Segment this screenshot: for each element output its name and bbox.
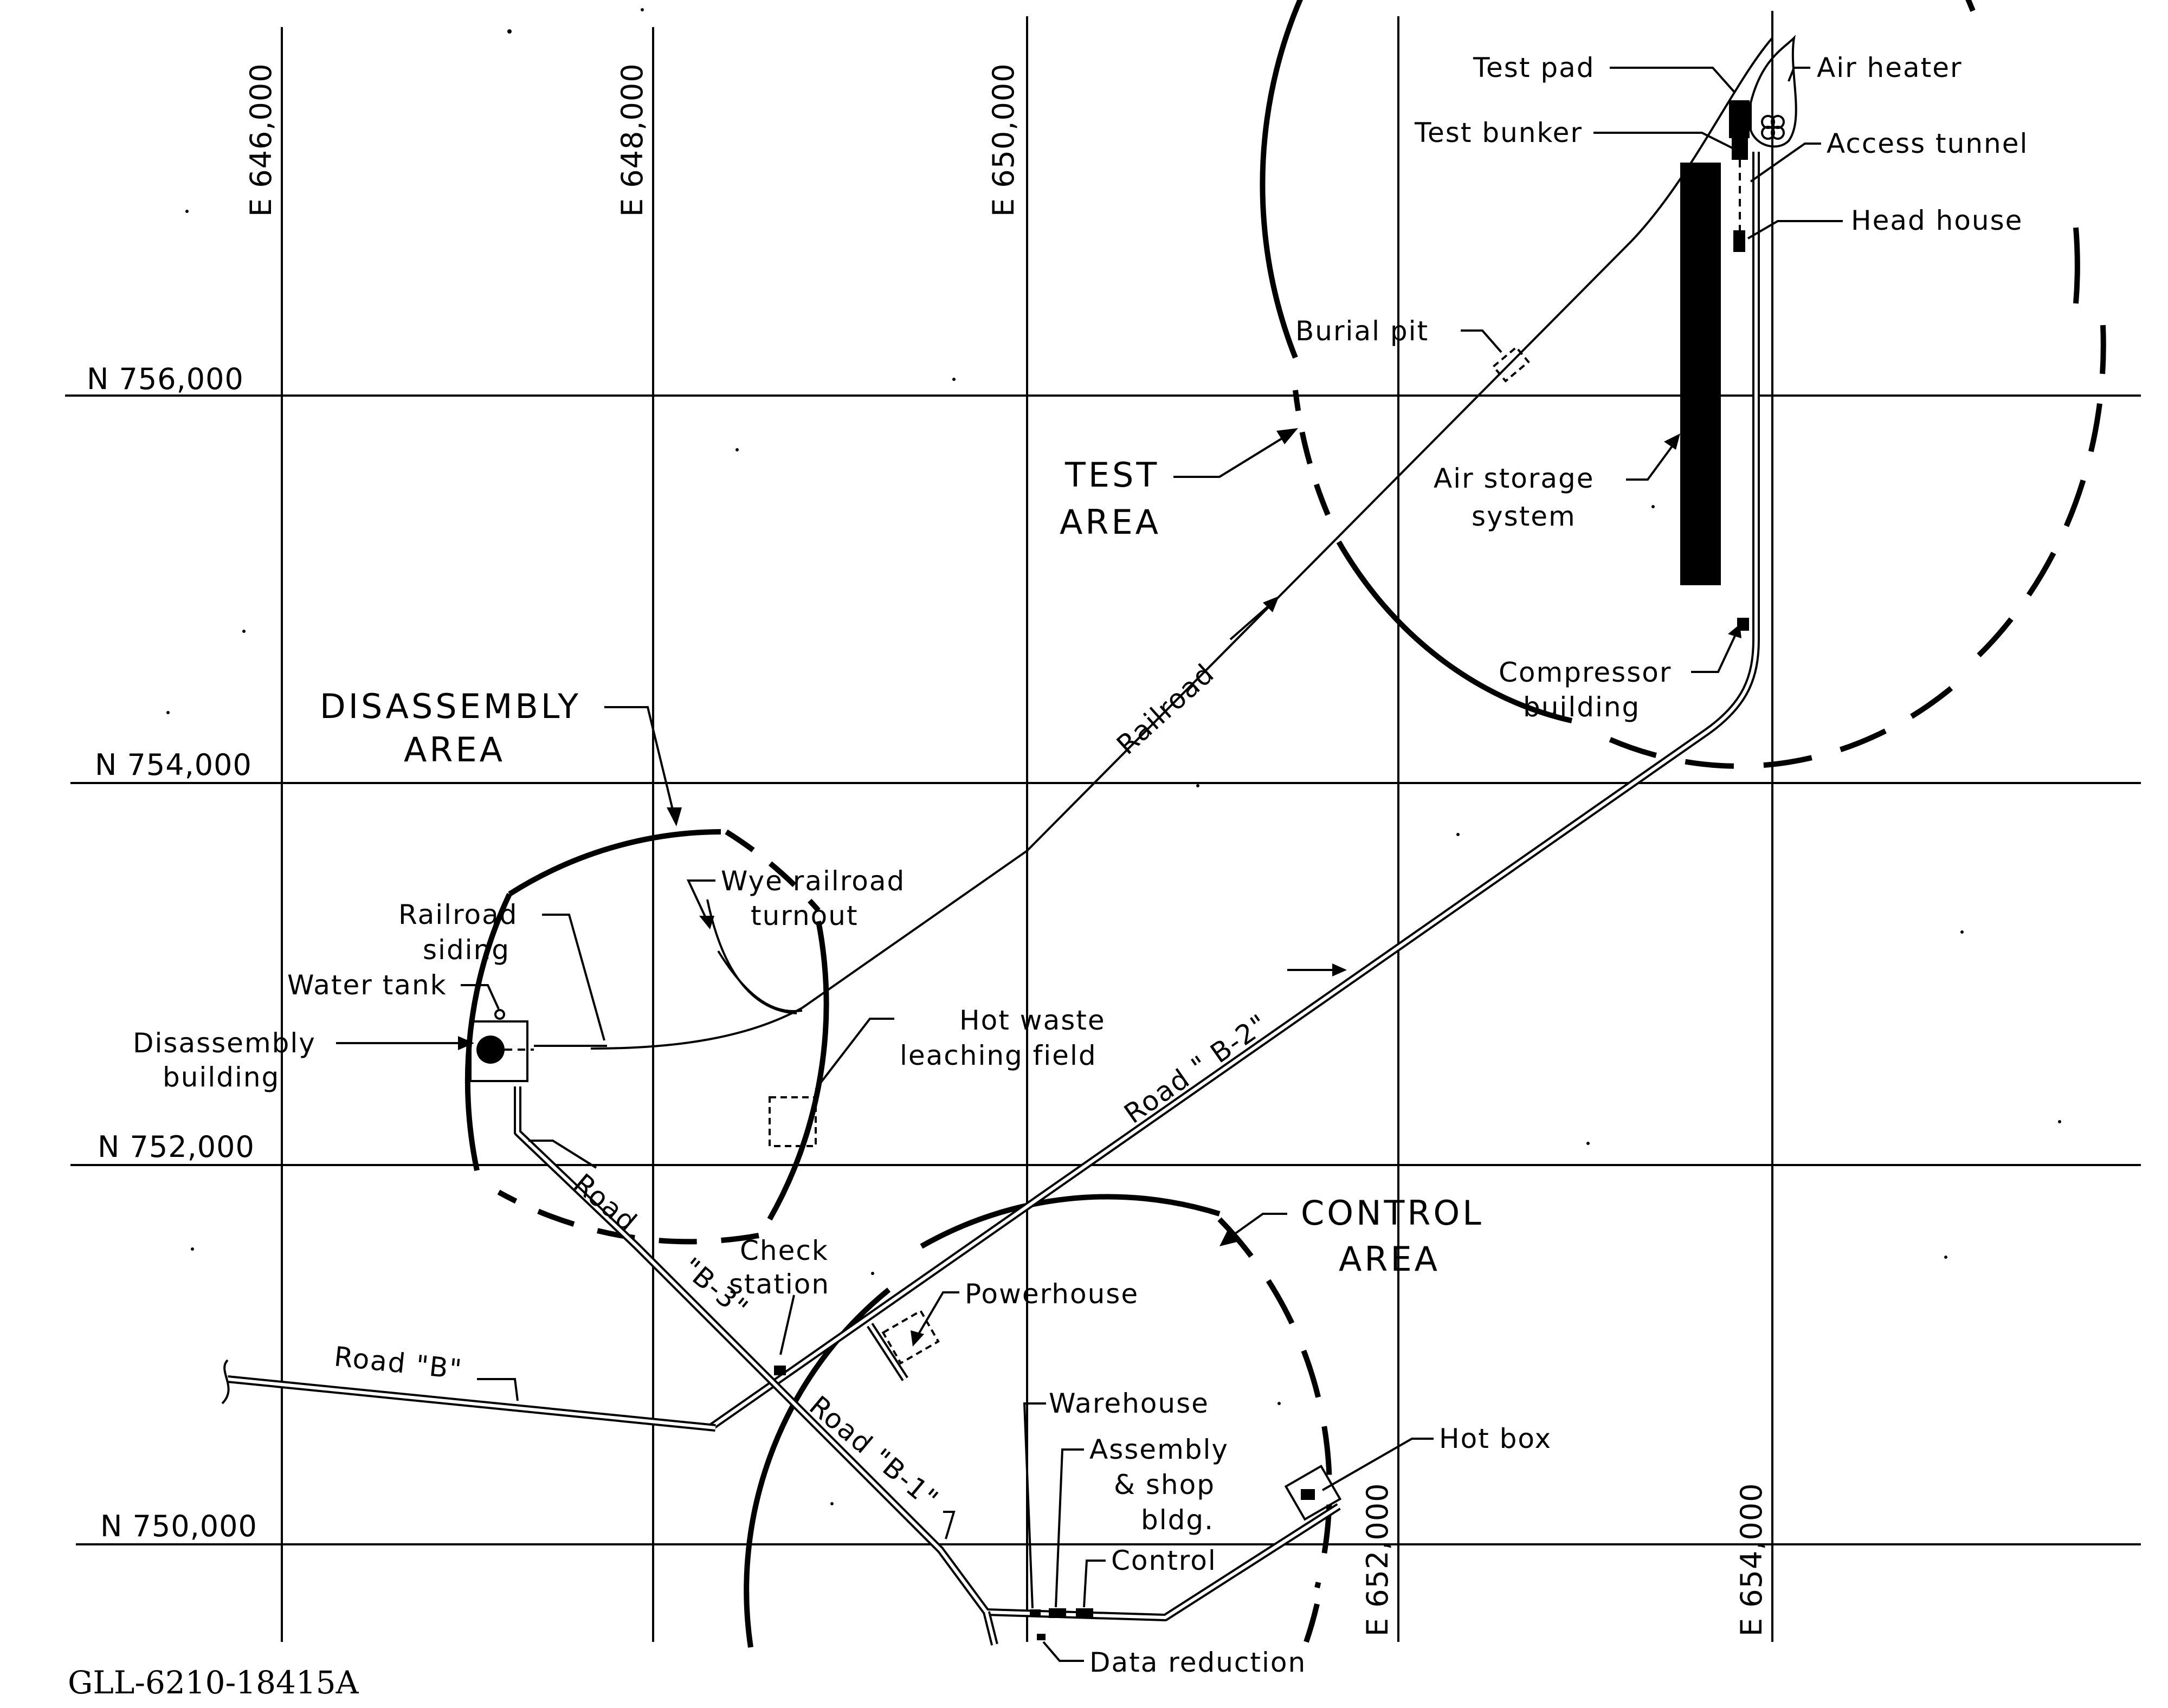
label-water-tank: Water tank [287, 969, 447, 1001]
label-railroad-siding-line1: Railroad [398, 899, 518, 930]
head-house-block [1733, 230, 1745, 252]
label-wye-turnout-line2: turnout [751, 900, 859, 931]
powerhouse-outline [881, 1309, 940, 1365]
label-test-area-line1: TEST [1064, 455, 1159, 495]
water-tank-icon [494, 1009, 505, 1020]
leader-lines [336, 67, 1843, 1662]
label-disassembly-area-line1: DISASSEMBLY [320, 687, 581, 726]
hot-box-outline [1284, 1464, 1342, 1521]
label-wye-turnout-line1: Wye railroad [721, 865, 905, 897]
coordinate-grid [65, 11, 2141, 1642]
disassembly-building-outline [469, 1020, 528, 1082]
warehouse-block [1030, 1609, 1041, 1617]
control-block [1076, 1608, 1093, 1618]
label-burial-pit: Burial pit [1295, 315, 1429, 347]
northing-label-754000: N 754,000 [95, 748, 252, 782]
control-area-features [774, 1309, 1342, 1640]
label-railroad-siding-line2: siding [423, 934, 510, 966]
label-railroad: Railroad [1111, 657, 1221, 761]
label-hot-waste-line1: Hot waste [959, 1005, 1106, 1036]
disassembly-area-boundary [464, 829, 829, 1245]
hot-waste-leaching-field-outline [769, 1096, 817, 1147]
assembly-shop-block [1049, 1608, 1066, 1618]
label-control: Control [1111, 1545, 1217, 1576]
test-area-boundary [1260, 0, 2106, 769]
hot-box-core [1301, 1489, 1315, 1500]
label-test-bunker: Test bunker [1414, 117, 1583, 148]
northing-label-752000: N 752,000 [98, 1130, 255, 1164]
burial-pit-outline [1492, 346, 1530, 383]
road-break-symbol [221, 1359, 230, 1405]
easting-label-652000: E 652,000 [1360, 1483, 1395, 1636]
air-heater-enclosure [1750, 35, 1797, 148]
label-disassembly-building-line2: building [163, 1062, 280, 1093]
disassembly-area-features [469, 1009, 817, 1147]
label-data-reduction: Data reduction [1089, 1647, 1306, 1678]
label-road-b-2: Road " B-2" [1119, 1008, 1274, 1130]
label-air-storage-line1: Air storage [1434, 463, 1595, 494]
label-hot-box: Hot box [1439, 1423, 1552, 1454]
easting-label-650000: E 650,000 [986, 63, 1021, 217]
label-warehouse: Warehouse [1049, 1388, 1209, 1419]
label-road-b-1: Road "B-1" [803, 1390, 945, 1516]
label-assembly-line3: bldg. [1141, 1504, 1214, 1536]
label-air-storage-line2: system [1472, 501, 1576, 532]
label-hot-waste-line2: leaching field [900, 1040, 1097, 1071]
label-assembly-line1: Assembly [1089, 1434, 1229, 1465]
data-reduction-block [1037, 1634, 1046, 1640]
test-pad-block [1729, 100, 1750, 138]
label-control-area-line1: CONTROL [1301, 1193, 1484, 1233]
feature-labels: Test pad Air heater Test bunker Access t… [133, 52, 2028, 1678]
northing-label-756000: N 756,000 [87, 362, 244, 396]
label-compressor-line1: Compressor [1499, 657, 1672, 688]
roads [227, 152, 1760, 1646]
label-road-b-3-line1: Road [567, 1168, 643, 1238]
label-check-station-line1: Check [740, 1235, 829, 1266]
disassembly-building-core [476, 1036, 505, 1064]
northing-label-750000: N 750,000 [100, 1509, 257, 1543]
label-compressor-line2: building [1523, 691, 1640, 723]
label-access-tunnel: Access tunnel [1827, 128, 2028, 159]
label-check-station-line2: station [729, 1269, 830, 1300]
label-control-area-line2: AREA [1339, 1239, 1440, 1279]
drawing-id: GLL-6210-18415A [68, 1664, 359, 1701]
label-test-pad: Test pad [1473, 52, 1595, 83]
scan-specks [166, 8, 2061, 1505]
label-powerhouse: Powerhouse [965, 1278, 1139, 1310]
label-assembly-line2: & shop [1114, 1469, 1215, 1500]
railroad-line [534, 37, 1773, 1050]
check-station-block [774, 1366, 786, 1375]
easting-label-648000: E 648,000 [615, 63, 649, 217]
easting-label-646000: E 646,000 [244, 63, 278, 217]
easting-label-654000: E 654,000 [1734, 1483, 1769, 1636]
label-road-b: Road "B" [333, 1341, 464, 1386]
label-air-heater: Air heater [1817, 52, 1963, 83]
label-test-area-line2: AREA [1060, 502, 1161, 542]
label-head-house: Head house [1851, 205, 2023, 236]
label-disassembly-building-line1: Disassembly [133, 1027, 316, 1059]
test-area-features [1492, 35, 1797, 631]
label-disassembly-area-line2: AREA [404, 730, 505, 769]
